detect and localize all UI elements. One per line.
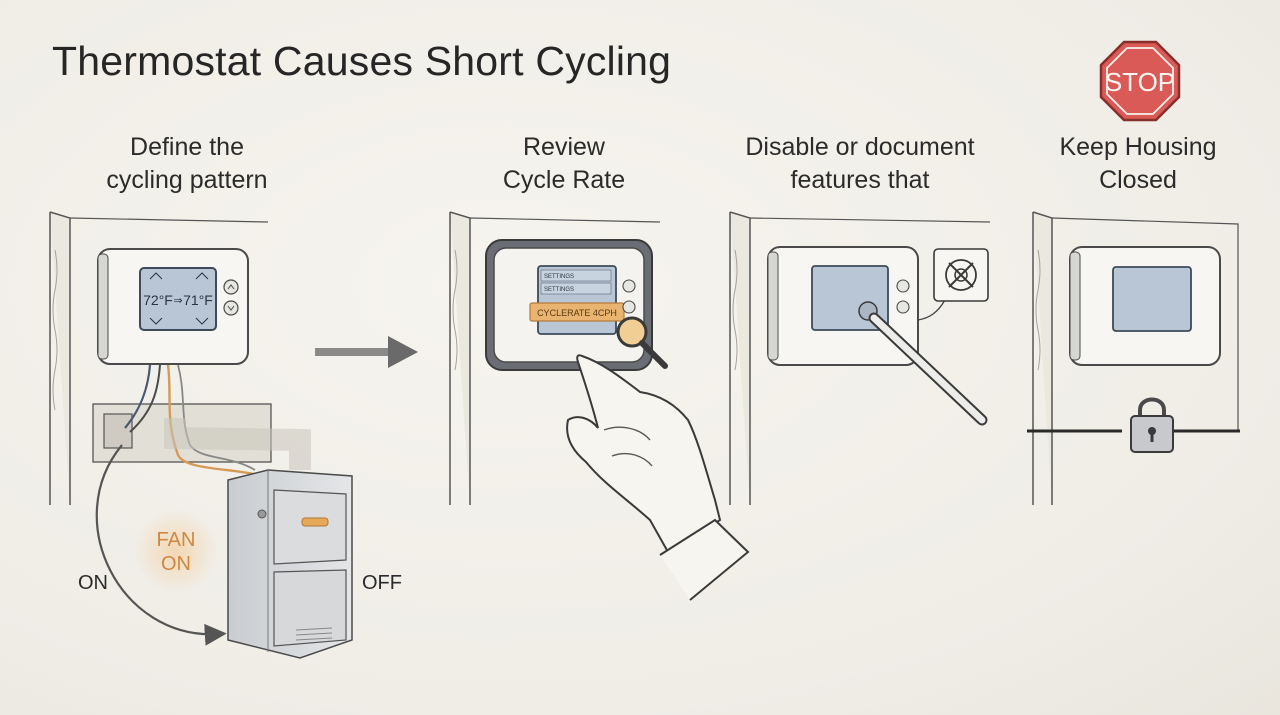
step-1-label-line-2: cycling pattern <box>106 166 268 194</box>
step-3-label-line-1: Disable or document <box>745 133 975 161</box>
panel-3-wall <box>729 211 991 505</box>
page-title: Thermostat Causes Short Cycling <box>52 38 672 84</box>
step-3-label-line-2: features that <box>790 166 930 194</box>
on-label: ON <box>78 572 108 594</box>
panel-1-arrow-glyph: ⇒ <box>173 295 182 307</box>
step-2-label-line-1: Review <box>523 133 605 161</box>
step-3-label: Disable or document features that <box>710 131 1010 197</box>
menu-line-1: SETTINGS <box>544 274 574 280</box>
panel-1-temp-from: 72°F <box>143 292 173 308</box>
menu-line-2: SETTINGS <box>544 287 574 293</box>
menu-highlight-bar <box>529 302 625 322</box>
stop-sign-text: STOP <box>1105 67 1175 97</box>
fan-label-line-1: FAN <box>157 529 196 551</box>
step-4-label: Keep Housing Closed <box>988 131 1280 197</box>
step-2-label: Review Cycle Rate <box>414 131 714 197</box>
panel-3-thermostat <box>767 246 919 366</box>
panel-1-down-button <box>223 300 239 316</box>
step-1-label: Define the cycling pattern <box>37 131 337 197</box>
panel-1-furnace <box>227 469 353 659</box>
stop-sign-icon: STOP <box>1099 40 1181 122</box>
step-4-label-line-2: Closed <box>1099 166 1177 194</box>
pointing-hand-icon <box>566 354 750 601</box>
step-4-label-line-1: Keep Housing <box>1059 133 1217 161</box>
step-1-label-line-1: Define the <box>130 133 244 161</box>
callout-line <box>917 299 946 321</box>
fan-label-line-2: ON <box>161 553 191 575</box>
panel-4-thermostat <box>1069 246 1221 366</box>
panel-2-thermostat: SETTINGS SETTINGS CYCLERATE 4CPH <box>485 239 653 371</box>
panel-2-wall <box>449 211 661 505</box>
panel-1-wall <box>49 211 269 505</box>
panel-1-up-button <box>223 279 239 295</box>
step-arrow <box>315 336 418 368</box>
step-2-label-line-2: Cycle Rate <box>502 166 626 194</box>
feature-disabled-icon <box>933 248 989 302</box>
magnifier-icon <box>616 316 668 369</box>
menu-highlight-text: CYCLERATE 4CPH <box>537 308 617 318</box>
off-label: OFF <box>362 572 402 594</box>
fan-glow <box>134 509 218 593</box>
panel-1-temp-to: 71°F <box>183 292 213 308</box>
panel-1-thermostat: 72°F ⇒ 71°F <box>97 248 249 365</box>
padlock-icon <box>1130 397 1174 453</box>
panel-1-wiring <box>92 364 311 646</box>
stylus-icon <box>870 314 986 424</box>
